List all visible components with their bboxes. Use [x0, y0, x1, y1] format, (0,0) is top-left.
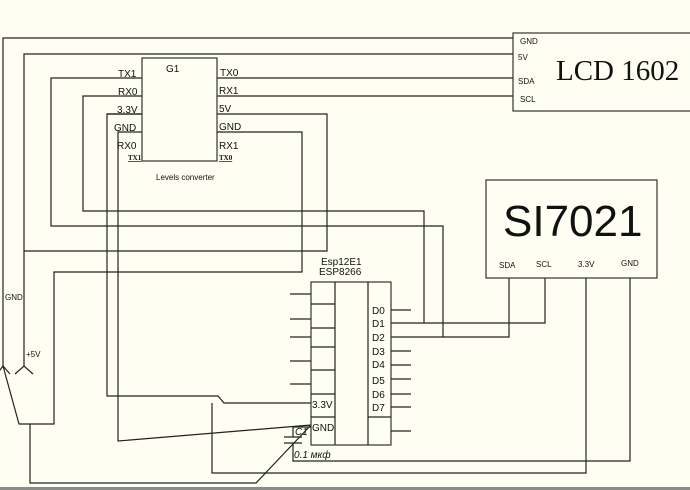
esp-pin-d7: D7: [372, 403, 385, 414]
si7021-sensor: SI7021 SDA SCL 3.3V GND: [485, 179, 658, 279]
conv-right-pin: RX1: [219, 141, 239, 152]
capacitor-value: 0.1 мкф: [294, 449, 331, 461]
conv-right-pin: GND: [219, 122, 241, 133]
sensor-title: SI7021: [503, 197, 642, 246]
wire-sensor-gnd: [292, 278, 631, 462]
converter-caption: Levels converter: [156, 173, 215, 182]
gnd-connector-icon: [0, 365, 11, 375]
wire-lcd-5v: [23, 53, 513, 366]
esp-name: Esp12E1: [321, 257, 362, 268]
lcd-1602: LCD 1602 GND 5V SDA SCL: [512, 32, 690, 112]
conv-left-pin: 3.3V: [117, 105, 138, 116]
levels-converter: G1 Levels converter TX1 RX0 3.3V GND RX0…: [107, 57, 241, 182]
wire-rx0: [82, 95, 425, 323]
sensor-pin-3v3: 3.3V: [578, 260, 595, 269]
conv-bottom-right: TX0: [219, 154, 233, 162]
plus5v-connector-icon: [14, 365, 34, 375]
sensor-pin-sda: SDA: [499, 261, 516, 270]
conv-left-pin: RX0: [118, 87, 138, 98]
lcd-pin-sda: SDA: [518, 77, 535, 86]
lcd-pin-scl: SCL: [520, 95, 536, 104]
converter-name: G1: [166, 64, 180, 75]
esp-pin-3v3: 3.3V: [312, 400, 333, 411]
esp-pin-d1: D1: [372, 319, 385, 330]
capacitor-c1: C1 0.1 мкф: [284, 426, 331, 461]
sensor-pin-scl: SCL: [536, 260, 552, 269]
conv-left-pin: GND: [114, 123, 136, 134]
esp-model: ESP8266: [319, 267, 362, 278]
wire-conv-gnd-right: [2, 131, 303, 425]
esp-pin-d4: D4: [372, 360, 385, 371]
conv-bottom-left: TX1: [128, 154, 142, 162]
conv-left-pin: TX1: [118, 69, 137, 80]
wire-supply-gnd: [29, 424, 312, 484]
wire-conv-gnd: [117, 131, 312, 442]
wire-lcd-gnd: [2, 37, 513, 366]
conv-right-pin: TX0: [220, 68, 239, 79]
esp-pin-d6: D6: [372, 390, 385, 401]
wire-d2-sda: [391, 278, 510, 338]
lcd-title: LCD 1602: [556, 55, 679, 87]
sensor-pin-gnd: GND: [621, 259, 639, 268]
conv-left-pin: RX0: [117, 141, 137, 152]
lcd-pin-gnd: GND: [520, 37, 538, 46]
conv-right-pin: 5V: [219, 104, 232, 115]
esp-pin-d5: D5: [372, 376, 385, 387]
esp-pin-d0: D0: [372, 306, 385, 317]
conv-right-pin: RX1: [219, 86, 239, 97]
esp-pin-d3: D3: [372, 347, 385, 358]
lcd-pin-5v: 5V: [518, 53, 528, 62]
wire-conv-5v: [24, 113, 328, 252]
power-gnd-label: GND: [5, 293, 23, 302]
power-5v-label: +5V: [26, 350, 41, 359]
capacitor-name: C1: [295, 427, 308, 438]
wire-tx1: [50, 77, 444, 337]
esp-pin-d2: D2: [372, 333, 385, 344]
esp-pin-gnd: GND: [312, 423, 334, 434]
bottom-border: [0, 487, 690, 490]
wire-d1-scl: [391, 278, 546, 324]
wire-sensor-3v3: [211, 278, 587, 474]
esp8266-module: Esp12E1 ESP8266 D0 D1 D2 D3 D4 D5 D6 D7 …: [290, 257, 411, 446]
